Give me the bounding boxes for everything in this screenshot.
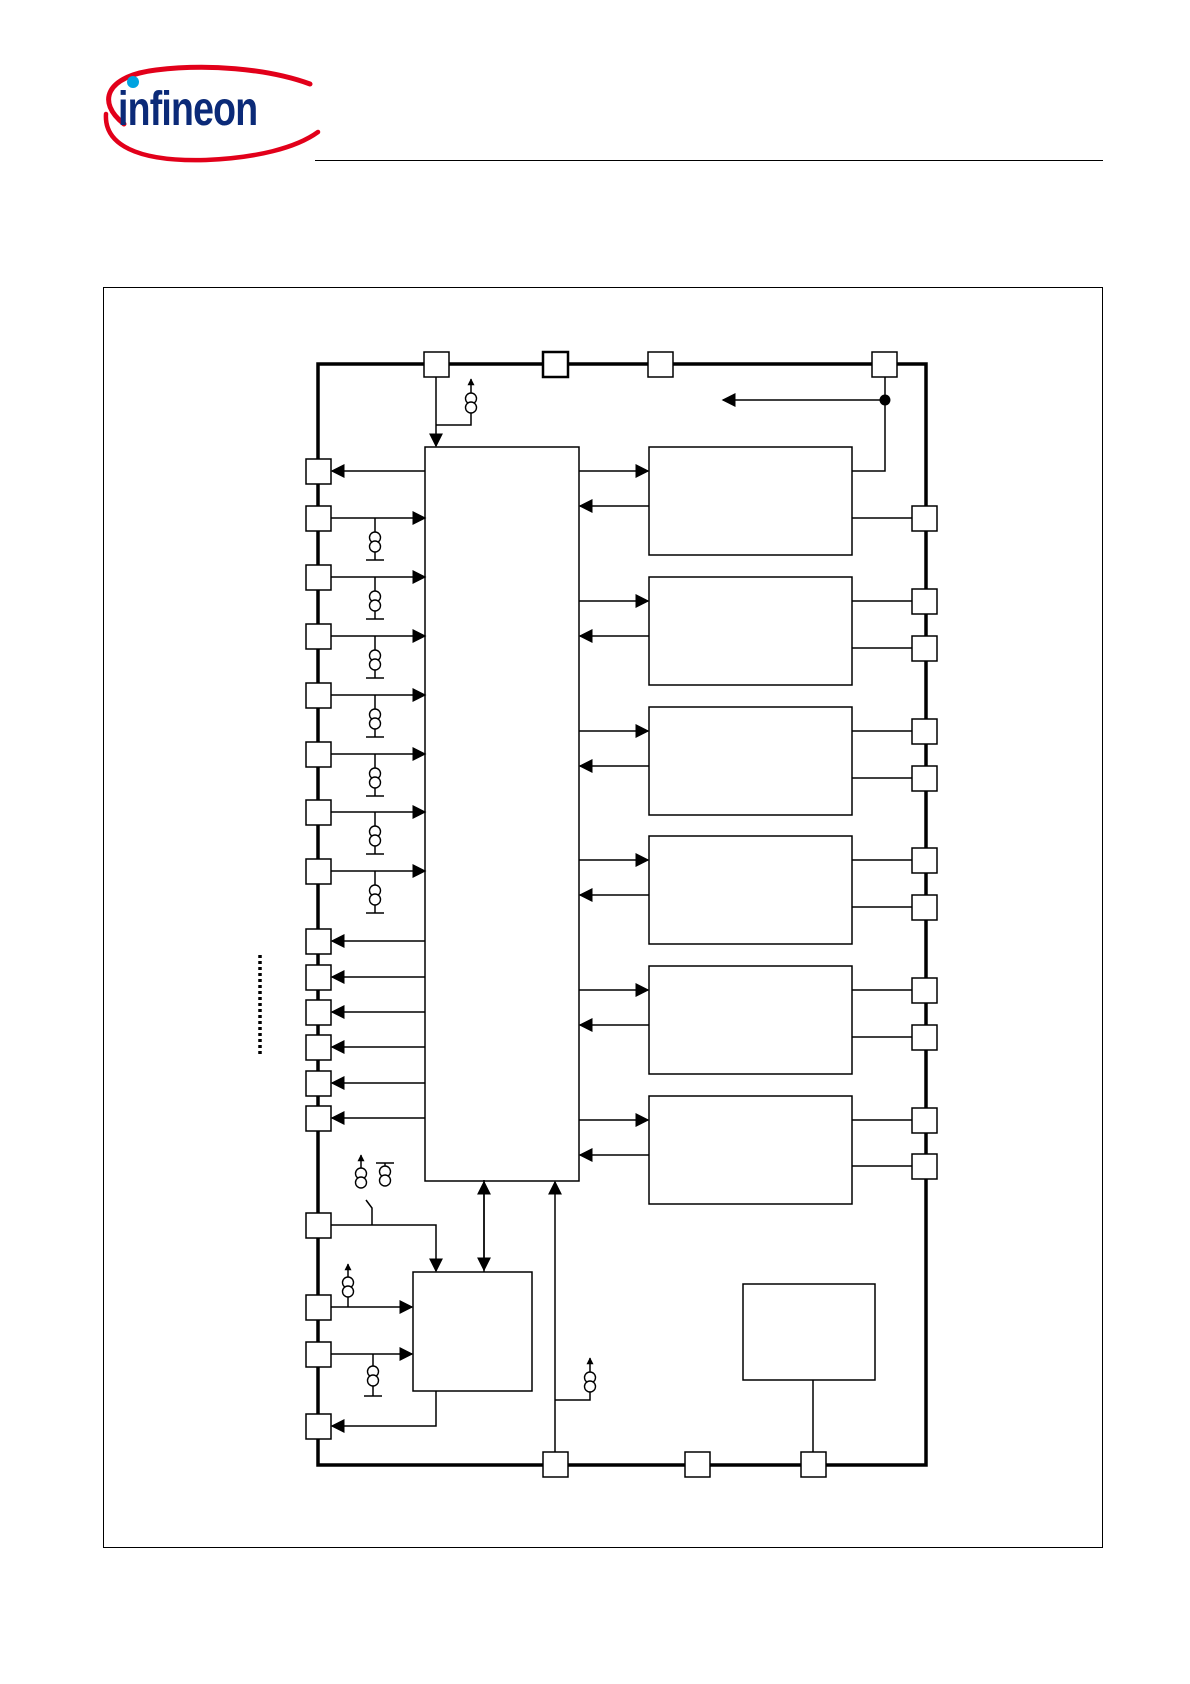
brand-name: infineon [118,83,258,136]
pin-left-12 [305,1034,332,1061]
pin-right-1 [911,505,938,532]
current-source-icon [341,392,597,1393]
driver-block-3 [648,706,853,816]
driver-block-1 [648,446,853,556]
pin-left-18 [305,1413,332,1440]
junction-dot-icon [879,394,891,406]
pin-left-1 [305,458,332,485]
pin-left-3 [305,564,332,591]
pin-top-3 [647,351,674,378]
pin-bottom-3 [800,1451,827,1478]
driver-block-6 [648,1095,853,1205]
pin-right-11 [911,1153,938,1180]
pin-bottom-1 [542,1451,569,1478]
pin-left-2 [305,505,332,532]
pin-left-14 [305,1105,332,1132]
logo-dot-icon [127,76,139,88]
pin-left-4 [305,623,332,650]
pin-left-15 [305,1212,332,1239]
pin-top-4 [871,351,898,378]
logo-swoosh-lower-icon [103,111,321,163]
pin-top-1 [423,351,450,378]
logo-swoosh-icon [106,64,313,127]
pin-right-3 [911,635,938,662]
pin-left-16 [305,1294,332,1321]
pin-left-6 [305,741,332,768]
pin-right-5 [911,765,938,792]
driver-block-2 [648,576,853,686]
pins [305,350,938,1478]
pin-left-9 [305,928,332,955]
chip-boundary [316,362,928,1467]
pin-right-10 [911,1107,938,1134]
pin-bottom-2 [684,1451,711,1478]
logic-block [424,446,580,1182]
driver-block-4 [648,835,853,945]
pin-left-7 [305,799,332,826]
infineon-logo [103,64,321,163]
pin-left-8 [305,858,332,885]
pin-left-10 [305,964,332,991]
pin-left-17 [305,1341,332,1368]
pin-right-4 [911,718,938,745]
pin-right-8 [911,977,938,1004]
driver-block-5 [648,965,853,1075]
pin-left-5 [305,682,332,709]
pin-left-13 [305,1070,332,1097]
pin-top-2 [541,350,570,379]
pin-right-2 [911,588,938,615]
figure-frame [103,287,1103,1548]
interface-block [412,1271,533,1392]
header-rule [315,160,1103,161]
pin-right-6 [911,847,938,874]
pin-right-7 [911,894,938,921]
aux-block [742,1283,876,1381]
pin-left-11 [305,999,332,1026]
pin-right-9 [911,1024,938,1051]
